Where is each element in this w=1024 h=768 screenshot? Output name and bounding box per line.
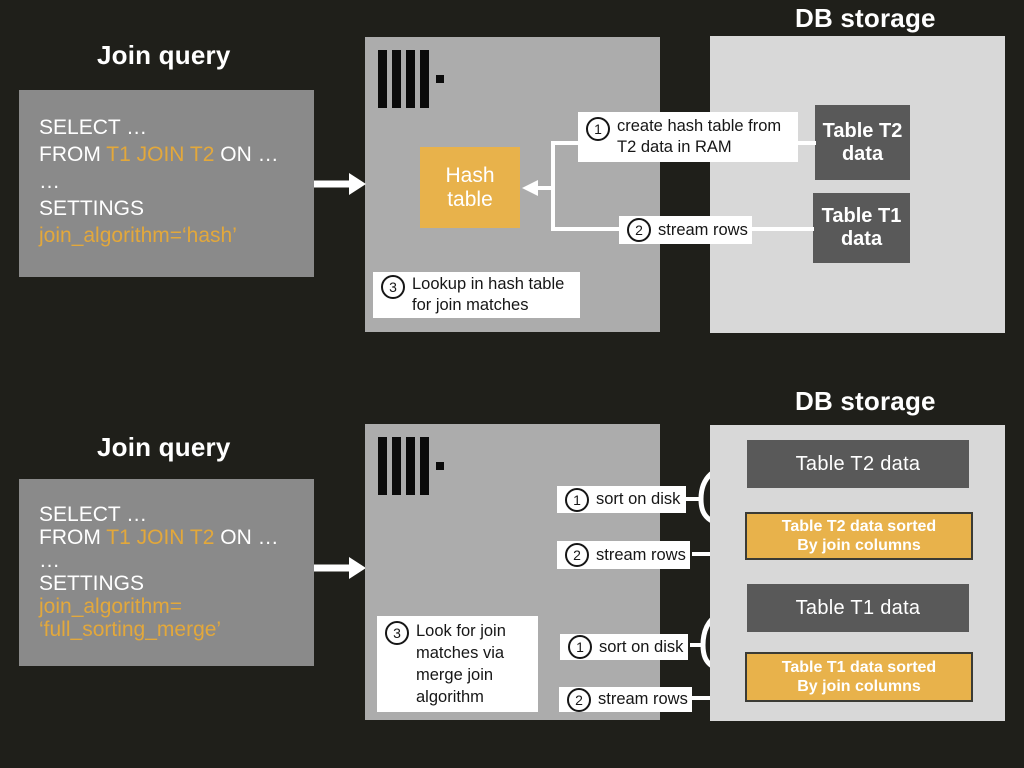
step1-text-line2: T2 data in RAM [617, 138, 732, 156]
table-t1-label-line1: Table T1 [821, 205, 902, 227]
sql-line-settings: SETTINGS [39, 195, 314, 222]
step1-sort-on-disk-label-t1: 1 sort on disk [560, 634, 688, 660]
sql-join-tables: T1 JOIN T2 [106, 526, 215, 549]
stream-rows-text-t1: stream rows [598, 690, 688, 708]
circled-2-icon: 2 [567, 687, 591, 712]
step3-text-line1: Lookup in hash table [412, 275, 565, 293]
circled-3-icon: 3 [385, 621, 409, 645]
logo-bar-icon [392, 437, 401, 495]
step1-sort-on-disk-label-t2: 1 sort on disk [557, 486, 686, 513]
sql-ellipsis-text: … [39, 549, 60, 572]
sql-settings-keyword: SETTINGS [39, 197, 145, 220]
logo-bar-icon [406, 437, 415, 495]
table-t1-data-box-top: Table T1 data [813, 193, 910, 263]
step1-text-line1: create hash table from [617, 117, 782, 135]
join-query-title-bottom: Join query [97, 432, 231, 462]
step3-text-line4: algorithm [416, 688, 484, 706]
step1-create-hash-table-label: 1 create hash table from T2 data in RAM [578, 112, 798, 162]
step2-stream-rows-label-t1: 2 stream rows [559, 687, 692, 712]
step3-text-line2: matches via [416, 644, 505, 662]
circled-3-icon: 3 [381, 275, 405, 299]
table-t2-data-label: Table T2 data [795, 452, 921, 475]
join-query-title-top: Join query [97, 40, 231, 70]
table-t2-label-line2: data [841, 142, 884, 165]
table-t1-sorted-box: Table T1 data sorted By join columns [745, 652, 973, 702]
db-storage-box-top [710, 36, 1005, 333]
step3-text-top: Lookup in hash table for join matches [412, 274, 564, 316]
sql-line-algorithm: join_algorithm= [39, 595, 314, 618]
logo-dot-icon [436, 75, 444, 83]
sql-on-clause: ON … [214, 143, 279, 166]
table-t2-label-line1: Table T2 [822, 119, 903, 142]
sql-select-text: SELECT … [39, 116, 148, 139]
sort-on-disk-text-t1: sort on disk [599, 637, 684, 656]
sql-line-select: SELECT … [39, 503, 314, 526]
logo-bar-icon [392, 50, 401, 108]
step3-lookup-label: 3 Lookup in hash table for join matches [373, 272, 580, 318]
sql-from-keyword: FROM [39, 143, 107, 166]
circled-1-icon: 1 [586, 117, 610, 141]
step3-text-line1: Look for join [416, 622, 506, 640]
sql-query-box-top: SELECT … FROM T1 JOIN T2 ON … … SETTINGS… [19, 90, 314, 277]
circled-2-icon: 2 [565, 543, 589, 567]
sql-settings-keyword: SETTINGS [39, 572, 145, 595]
table-t2-sorted-line2: By join columns [797, 537, 921, 554]
sql-algorithm-key: join_algorithm= [39, 595, 183, 618]
sql-ellipsis-text: … [39, 170, 60, 193]
circled-1-icon: 1 [565, 487, 589, 512]
table-t2-data-box-top: Table T2 data [815, 105, 910, 180]
table-t1-label-line2: data [840, 228, 883, 250]
clickhouse-logo-icon [378, 50, 444, 108]
sql-line-ellipsis: … [39, 168, 314, 195]
logo-bar-icon [378, 437, 387, 495]
sql-line-algorithm-value: ‘full_sorting_merge’ [39, 618, 314, 641]
query-arrow-bottom [314, 557, 366, 579]
sort-on-disk-text-t2: sort on disk [596, 490, 681, 508]
step2-stream-rows-label-top: 2 stream rows [619, 216, 752, 244]
db-storage-title-bottom: DB storage [795, 386, 936, 416]
table-t1-data-box-bottom: Table T1 data [747, 584, 969, 632]
step1-text: create hash table from T2 data in RAM [617, 116, 781, 158]
step2-text-top: stream rows [658, 220, 748, 239]
query-arrow-top [314, 173, 366, 195]
logo-bar-icon [420, 50, 429, 108]
table-t1-sorted-line1: Table T1 data sorted [781, 659, 937, 676]
sql-algorithm-value: join_algorithm=‘hash’ [39, 224, 237, 247]
table-t2-sorted-box: Table T2 data sorted By join columns [745, 512, 973, 560]
table-t1-sorted-line2: By join columns [797, 678, 921, 695]
table-t2-sorted-line1: Table T2 data sorted [781, 518, 937, 535]
table-t2-data-box-bottom: Table T2 data [747, 440, 969, 488]
circled-1-icon: 1 [568, 635, 592, 659]
sql-line-from: FROM T1 JOIN T2 ON … [39, 141, 314, 168]
sql-on-clause: ON … [214, 526, 279, 549]
sql-algorithm-value: ‘full_sorting_merge’ [39, 618, 222, 641]
logo-bar-icon [378, 50, 387, 108]
step3-text-line2: for join matches [412, 296, 529, 314]
logo-bar-icon [420, 437, 429, 495]
sql-line-ellipsis: … [39, 549, 314, 572]
table-t1-data-label: Table T1 data [795, 596, 921, 619]
sql-join-tables: T1 JOIN T2 [106, 143, 215, 166]
step2-stream-rows-label-t2: 2 stream rows [557, 541, 690, 569]
db-storage-title-top: DB storage [795, 3, 936, 33]
hash-table-box: Hash table [420, 147, 520, 228]
circled-2-icon: 2 [627, 218, 651, 242]
sql-line-select: SELECT … [39, 114, 314, 141]
sql-select-text: SELECT … [39, 503, 148, 526]
logo-dot-icon [436, 462, 444, 470]
sql-line-algorithm: join_algorithm=‘hash’ [39, 222, 314, 249]
step3-merge-join-label: 3 Look for join matches via merge join a… [377, 616, 538, 712]
stream-rows-text-t2: stream rows [596, 545, 686, 564]
step3-text-line3: merge join [416, 666, 494, 684]
logo-bar-icon [406, 50, 415, 108]
sql-query-box-bottom: SELECT … FROM T1 JOIN T2 ON … … SETTINGS… [19, 479, 314, 666]
sql-from-keyword: FROM [39, 526, 107, 549]
clickhouse-logo-icon [378, 437, 444, 495]
step3-text-bottom: Look for join matches via merge join alg… [416, 620, 506, 708]
sql-line-from: FROM T1 JOIN T2 ON … [39, 526, 314, 549]
sql-line-settings: SETTINGS [39, 572, 314, 595]
